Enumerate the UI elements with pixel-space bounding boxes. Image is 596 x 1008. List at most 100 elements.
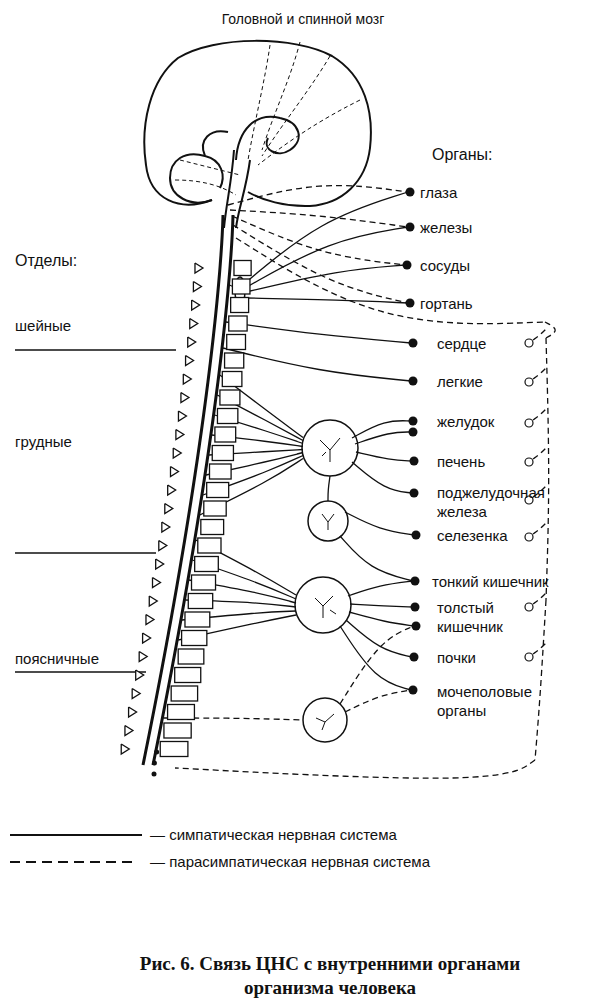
section-divider bbox=[15, 671, 146, 673]
vertebra bbox=[210, 464, 232, 479]
vertebra bbox=[227, 335, 246, 350]
vertebra bbox=[188, 594, 212, 609]
coccyx-dot bbox=[154, 750, 159, 755]
organ-label: сосуды bbox=[420, 256, 570, 275]
organ-dot bbox=[409, 377, 418, 386]
chain-ganglion bbox=[132, 689, 140, 699]
parasympathetic-nerve bbox=[545, 322, 555, 338]
chain-ganglion bbox=[149, 596, 157, 606]
legend-sample bbox=[10, 834, 142, 836]
parasympathetic-nerve bbox=[533, 593, 546, 604]
chain-ganglion bbox=[165, 504, 173, 514]
brainstem bbox=[236, 160, 250, 228]
section-label: шейные bbox=[15, 316, 155, 335]
vertebra bbox=[168, 705, 195, 720]
diagram-title: Головной и спинной мозг bbox=[150, 10, 456, 29]
organ-label: тонкий кишечник bbox=[432, 572, 596, 591]
sympathetic-nerve bbox=[350, 604, 413, 607]
vertebra bbox=[171, 686, 197, 701]
section-divider bbox=[15, 349, 176, 351]
sympathetic-nerve bbox=[355, 432, 411, 444]
chain-ganglion bbox=[173, 448, 181, 458]
vertebra bbox=[231, 298, 249, 313]
vertebra bbox=[207, 483, 229, 498]
ganglion bbox=[303, 698, 347, 742]
vertebra bbox=[215, 427, 236, 442]
organ-label: железы bbox=[420, 218, 570, 237]
organ-label: гортань bbox=[420, 294, 570, 313]
heading: Отделы: bbox=[15, 251, 135, 270]
cerebellum bbox=[170, 154, 223, 202]
organ-label: печень bbox=[437, 452, 577, 471]
parasympathetic-nerve bbox=[546, 338, 549, 600]
figure-caption: Рис. 6. Связь ЦНС с внутренними органами… bbox=[100, 952, 560, 1000]
organ-dot bbox=[410, 489, 419, 498]
dashed-path bbox=[258, 100, 360, 165]
sympathetic-nerve bbox=[356, 452, 412, 461]
organ-dot bbox=[412, 531, 421, 540]
organ-label: сердце bbox=[437, 334, 577, 353]
sympathetic-nerve bbox=[340, 536, 413, 581]
vertebra bbox=[164, 723, 191, 738]
organ-dot bbox=[409, 417, 418, 426]
sympathetic-nerve bbox=[348, 581, 413, 596]
organ-label: желудок bbox=[437, 412, 577, 431]
parasympathetic-nerve bbox=[345, 690, 411, 712]
section-lines bbox=[15, 350, 176, 672]
chain-ganglion bbox=[153, 578, 161, 588]
chain-ganglion bbox=[143, 633, 151, 643]
heading: Органы: bbox=[432, 145, 562, 164]
chain-ganglion bbox=[162, 522, 170, 532]
legend-sample bbox=[10, 861, 132, 863]
organ-label: мочеполовые органы bbox=[437, 682, 552, 720]
ganglion bbox=[295, 577, 351, 633]
spinal-cord bbox=[153, 215, 233, 765]
sympathetic-nerve bbox=[246, 265, 405, 292]
vertebra bbox=[178, 649, 204, 664]
sympathetic-nerve bbox=[352, 462, 412, 493]
parasympathetic-nerve bbox=[233, 225, 408, 303]
parasympathetic-nerve bbox=[533, 523, 546, 534]
chain-ganglion bbox=[190, 319, 198, 329]
section-divider bbox=[15, 552, 156, 554]
organ-label: поджелудочная железа bbox=[437, 483, 582, 521]
sympathetic-nerve bbox=[345, 512, 414, 535]
organ-dot bbox=[406, 223, 415, 232]
legend bbox=[10, 835, 142, 862]
organ-dot bbox=[409, 686, 418, 695]
chain-ganglion bbox=[186, 356, 194, 366]
ganglion-mark bbox=[322, 514, 334, 530]
chain-ganglion bbox=[136, 670, 144, 680]
chain-ganglion bbox=[168, 485, 176, 495]
parasympathetic-ganglion bbox=[525, 533, 533, 541]
parasympathetic-ganglion bbox=[525, 419, 533, 427]
organ-dot bbox=[409, 428, 418, 437]
chain-ganglion bbox=[139, 652, 147, 662]
parasympathetic-ganglion bbox=[525, 603, 533, 611]
organ-dot bbox=[411, 603, 420, 612]
ganglion-marks bbox=[315, 438, 340, 730]
chain-ganglion bbox=[178, 411, 186, 421]
sympathetic-nerve bbox=[223, 348, 411, 381]
brain-inner bbox=[203, 131, 228, 156]
parasympathetic-nerve bbox=[228, 186, 408, 205]
parasympathetic-nerve bbox=[533, 368, 546, 379]
dashed-path bbox=[248, 45, 270, 160]
ganglia bbox=[235, 277, 358, 742]
parasympathetic-nerve bbox=[533, 448, 546, 459]
sympathetic-nerve bbox=[246, 298, 408, 303]
brain-outline bbox=[144, 41, 371, 206]
chain-ganglion bbox=[183, 374, 191, 384]
chain-ganglion bbox=[156, 559, 164, 569]
parasympathetic-nerve bbox=[175, 760, 535, 778]
vertebra bbox=[201, 520, 224, 535]
chain-ganglion bbox=[129, 707, 137, 717]
ganglion bbox=[302, 420, 358, 476]
chain-ganglion bbox=[146, 615, 154, 625]
vertebra bbox=[217, 409, 237, 424]
sympathetic-nerve bbox=[200, 459, 303, 516]
organ-dot bbox=[410, 653, 419, 662]
vertebra bbox=[212, 446, 233, 461]
vertebra bbox=[234, 261, 251, 276]
